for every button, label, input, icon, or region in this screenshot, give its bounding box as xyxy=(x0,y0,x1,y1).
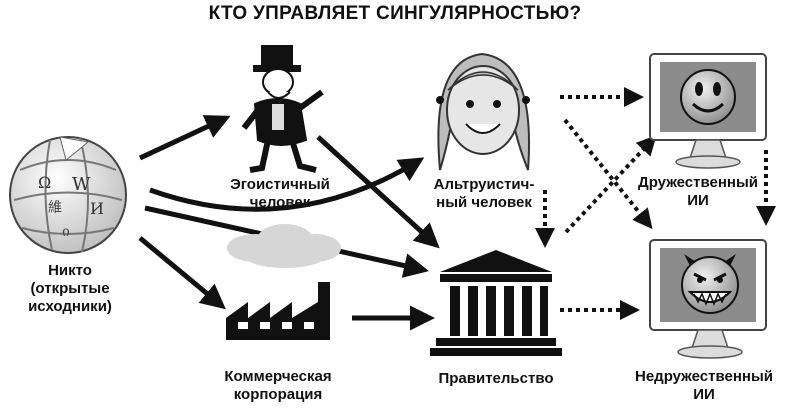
label-nobody: Никто (открытые исходники) xyxy=(14,262,126,316)
label-altruist-line2: ный человек xyxy=(436,194,532,211)
svg-text:W: W xyxy=(72,174,91,195)
label-unfriendly-ai-line2: ИИ xyxy=(693,386,715,403)
svg-text:維: 維 xyxy=(48,200,62,216)
arrow-nobody-to-altruist xyxy=(149,157,425,212)
arrow-nobody-to-corporation xyxy=(138,236,226,310)
label-unfriendly-ai: Недружественный ИИ xyxy=(620,368,788,404)
wikipedia-globe-icon: Ω W 維 И ი xyxy=(9,136,127,254)
label-corporation-line1: Коммерческая xyxy=(224,368,332,385)
label-unfriendly-ai-line1: Недружественный xyxy=(635,368,773,385)
label-government: Правительство xyxy=(426,370,566,388)
smiling-girl-icon xyxy=(436,52,530,171)
tycoon-icon xyxy=(241,45,324,173)
label-friendly-ai-line1: Дружественный xyxy=(638,174,758,191)
arrow-altruist-to-unfriendly xyxy=(563,118,653,230)
label-corporation: Коммерческая корпорация xyxy=(208,368,348,404)
label-nobody-line1: Никто xyxy=(48,262,92,279)
label-friendly-ai: Дружественный ИИ xyxy=(618,174,778,210)
arrow-government-to-friendly xyxy=(564,135,657,234)
label-altruist-line1: Альтруистич- xyxy=(433,176,535,193)
label-altruist: Альтруистич- ный человек xyxy=(424,176,544,212)
arrow-egoist-to-government xyxy=(316,135,440,249)
dotted-arrows xyxy=(535,87,776,320)
label-corporation-line2: корпорация xyxy=(233,386,323,403)
label-nobody-line3: исходники) xyxy=(28,298,112,315)
arrow-nobody-to-egoist xyxy=(138,115,231,161)
evil-monitor-icon xyxy=(649,239,767,359)
label-nobody-line2: (открытые xyxy=(30,280,110,297)
svg-text:Ω: Ω xyxy=(38,173,51,192)
svg-text:ი: ი xyxy=(62,224,70,240)
label-egoist-line2: человек xyxy=(249,194,311,211)
label-egoist-line1: Эгоистичный xyxy=(230,176,330,193)
friendly-monitor-icon xyxy=(649,53,767,169)
government-building-icon xyxy=(430,250,562,356)
label-friendly-ai-line2: ИИ xyxy=(687,192,709,209)
label-government-line1: Правительство xyxy=(438,370,554,387)
solid-arrows xyxy=(138,115,440,331)
diagram-title: КТО УПРАВЛЯЕТ СИНГУЛЯРНОСТЬЮ? xyxy=(208,3,582,24)
svg-text:И: И xyxy=(90,199,104,218)
factory-icon xyxy=(226,224,341,340)
label-egoist: Эгоистичный человек xyxy=(218,176,342,212)
